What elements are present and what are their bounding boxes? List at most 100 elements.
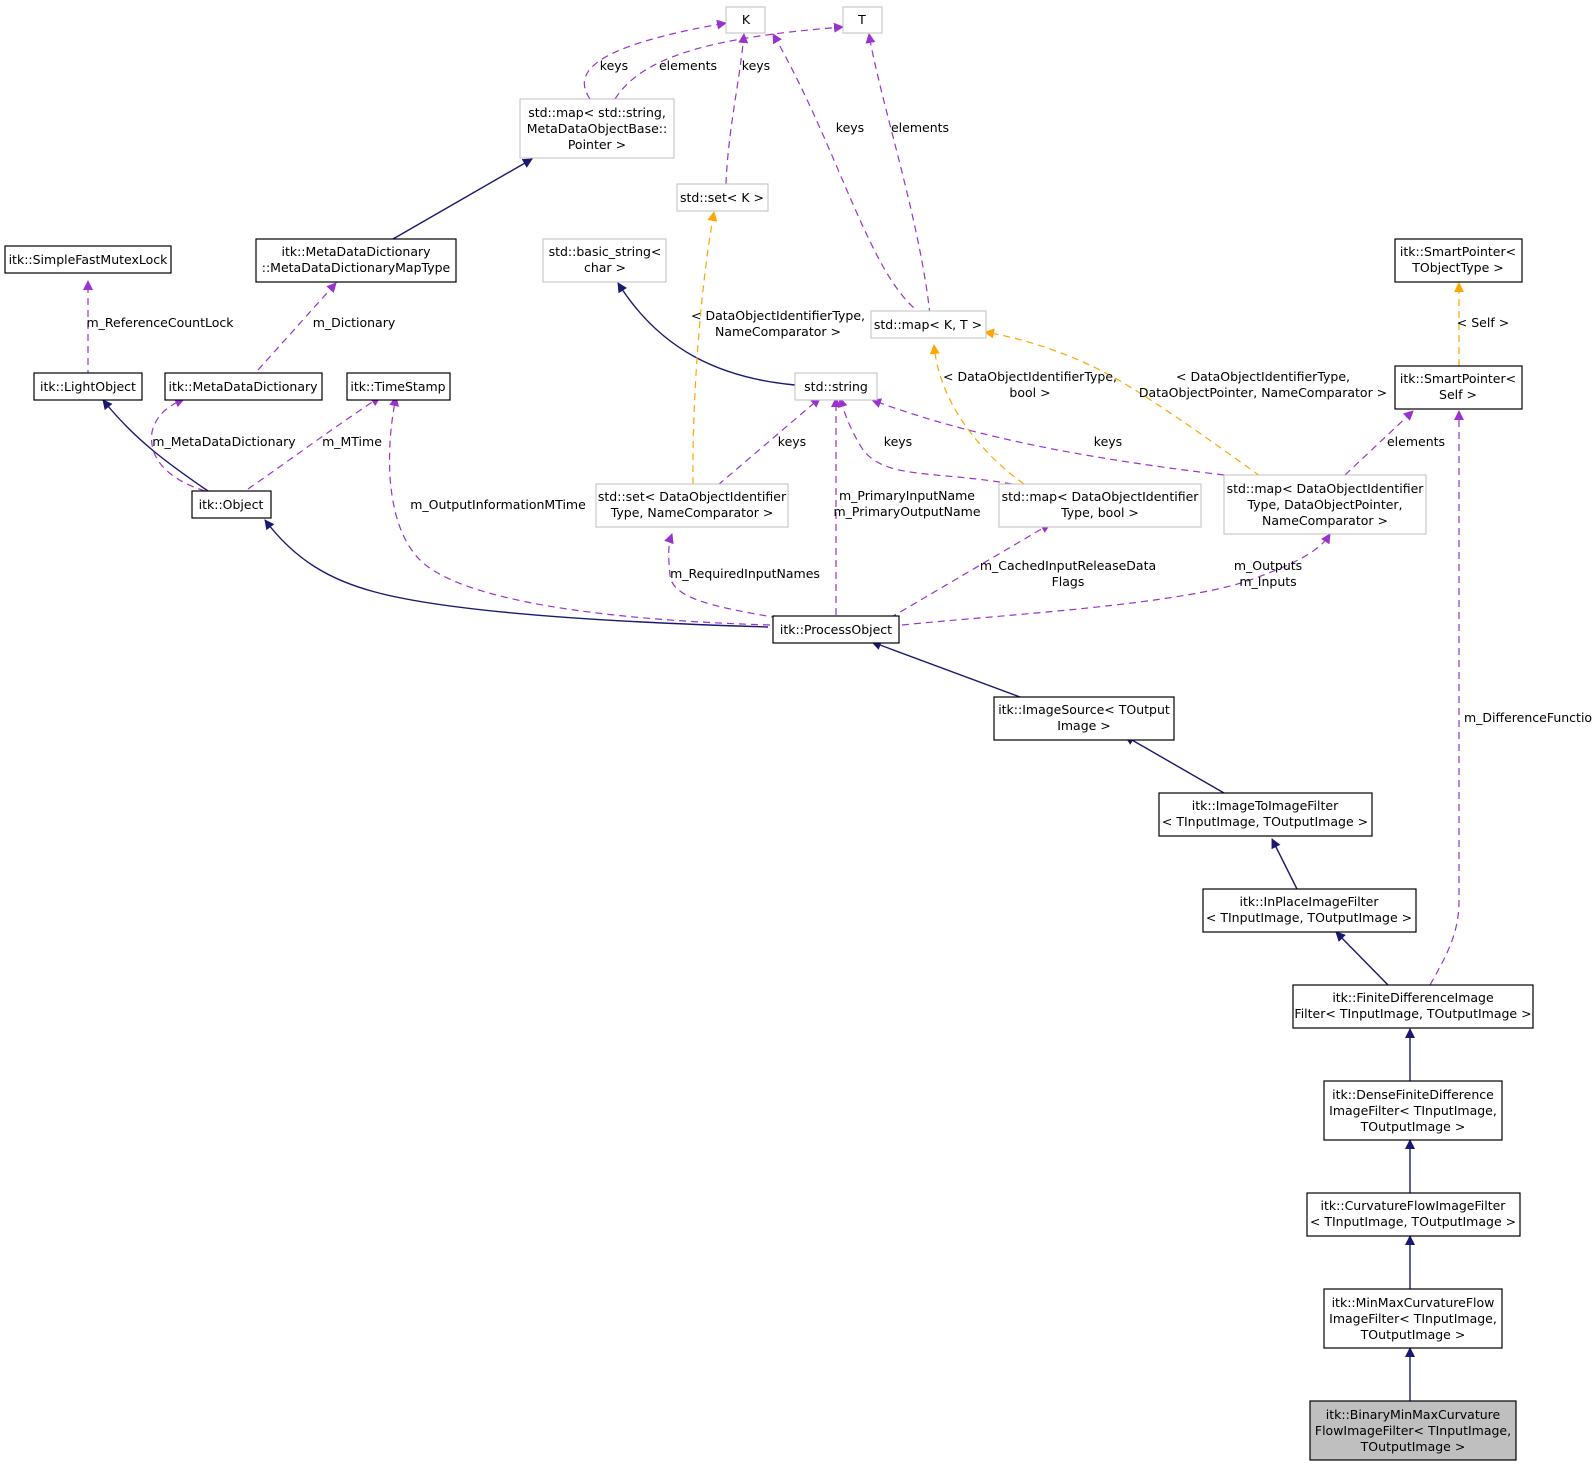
node-label-inplace: itk::InPlaceImageFilter< TInputImage, TO… <box>1206 894 1412 925</box>
node-map-K-T[interactable]: std::map< K, T > <box>870 310 987 339</box>
edge-object-to-light-object <box>102 399 209 492</box>
edge-map-bool-template-mapKT <box>929 344 1025 485</box>
edge-label-m-dictionary: m_Dictionary <box>313 315 396 330</box>
edge-image-source-to-process-object <box>871 640 1021 698</box>
node-label-T: T <box>857 12 866 27</box>
node-smart-pointer-self[interactable]: itk::SmartPointer<Self > <box>1394 365 1523 410</box>
edge-inplace-to-img-to-img <box>1271 838 1298 890</box>
node-meta-data-dictionary[interactable]: itk::MetaDataDictionary <box>164 372 323 401</box>
node-label-curvature: itk::CurvatureFlowImageFilter< TInputIma… <box>1310 1198 1516 1229</box>
edges <box>83 19 1464 1401</box>
node-map-string-meta[interactable]: std::map< std::string,MetaDataObjectBase… <box>519 98 675 159</box>
edge-process-object-m-outputs <box>901 533 1331 626</box>
edge-object-m-metadatadictionary <box>150 398 206 492</box>
edge-finite-diff-to-inplace <box>1335 931 1389 986</box>
node-time-stamp[interactable]: itk::TimeStamp <box>346 372 451 401</box>
node-label-smart-self: itk::SmartPointer<Self > <box>1400 371 1516 402</box>
node-basic-string-char[interactable]: std::basic_string<char > <box>542 238 667 283</box>
node-light-object[interactable]: itk::LightObject <box>33 372 143 401</box>
edge-label-m-difference: m_DifferenceFunction <box>1464 710 1592 725</box>
node-label-meta-dict: itk::MetaDataDictionary <box>168 379 318 394</box>
edge-label-keys-map-bool: keys <box>884 434 912 449</box>
node-in-place-image-filter[interactable]: itk::InPlaceImageFilter< TInputImage, TO… <box>1202 888 1417 933</box>
node-label-light-object: itk::LightObject <box>40 379 136 394</box>
edge-mapKT-elements-T <box>865 33 931 316</box>
edge-set-doid-keys-std-string <box>717 397 821 486</box>
node-label-std-string: std::string <box>804 379 868 394</box>
node-label-timestamp: itk::TimeStamp <box>350 379 445 394</box>
edge-map-ptr-template-mapKT <box>984 328 1261 477</box>
node-image-to-image-filter[interactable]: itk::ImageToImageFilter< TInputImage, TO… <box>1158 792 1373 837</box>
edge-process-object-m-required <box>664 533 791 621</box>
node-label-simple-mutex: itk::SimpleFastMutexLock <box>9 252 169 267</box>
edge-label-m-outputinfo: m_OutputInformationMTime <box>410 497 586 512</box>
edge-label-tmpl-set: < DataObjectIdentifierType,NameComparato… <box>691 308 865 339</box>
node-label-img-to-img: itk::ImageToImageFilter< TInputImage, TO… <box>1162 798 1368 829</box>
edge-map-ptr-keys-std-string <box>871 398 1225 476</box>
node-object[interactable]: itk::Object <box>191 490 272 519</box>
node-meta-data-dictionary-map-type[interactable]: itk::MetaDataDictionary::MetaDataDiction… <box>255 238 457 283</box>
edge-img-to-img-to-image-source <box>1124 735 1225 794</box>
node-K[interactable]: K <box>725 6 766 34</box>
edge-label-elements-mapKT: elements <box>891 120 949 135</box>
edge-finite-diff-m-difference <box>1429 410 1464 986</box>
edge-meta-map-type-to-map-string-meta <box>392 158 533 240</box>
edge-object-m-mtime <box>247 396 381 490</box>
edge-label-elements-smart: elements <box>1387 434 1445 449</box>
edge-label-m-metadatadictionary: m_MetaDataDictionary <box>152 434 296 449</box>
edge-label-tmpl-bool: < DataObjectIdentifierType,bool > <box>943 369 1117 400</box>
nodes: K T std::map< std::string,MetaDataObject… <box>4 6 1534 1461</box>
node-label-basic-string: std::basic_string<char > <box>549 244 662 275</box>
edge-label-ref-count-lock: m_ReferenceCountLock <box>87 315 235 330</box>
edge-label-keys-setK: keys <box>742 58 770 73</box>
node-label-smart-tobj: itk::SmartPointer<TObjectType > <box>1400 244 1516 275</box>
edge-label-keys-set-doid: keys <box>778 434 806 449</box>
edge-process-object-to-object <box>264 519 769 628</box>
node-simple-fast-mutex-lock[interactable]: itk::SimpleFastMutexLock <box>4 245 172 274</box>
node-T[interactable]: T <box>842 6 883 34</box>
node-label-object: itk::Object <box>199 497 264 512</box>
node-std-string[interactable]: std::string <box>794 372 878 401</box>
edge-label-keys-mapKT: keys <box>836 120 864 135</box>
edge-label-keys-left: keys <box>600 58 628 73</box>
edge-map-string-meta-keys-K <box>583 19 727 100</box>
node-set-K[interactable]: std::set< K > <box>676 183 769 212</box>
edge-map-ptr-elements-smart-self <box>1344 410 1414 476</box>
edge-std-string-to-basic-string <box>617 282 796 386</box>
node-label-process-object: itk::ProcessObject <box>780 622 892 637</box>
edge-label-tmpl-ptr: < DataObjectIdentifierType,DataObjectPoi… <box>1139 369 1387 400</box>
node-label-meta-map-type: itk::MetaDataDictionary::MetaDataDiction… <box>262 244 451 275</box>
edge-setK-keys-K <box>725 33 749 185</box>
node-smart-pointer-tobjecttype[interactable]: itk::SmartPointer<TObjectType > <box>1394 238 1523 283</box>
edge-mapKT-keys-K <box>772 33 924 316</box>
node-label-set-K: std::set< K > <box>680 190 764 205</box>
node-process-object[interactable]: itk::ProcessObject <box>772 615 900 644</box>
edge-map-string-meta-elements-T <box>614 22 844 100</box>
edge-label-m-required: m_RequiredInputNames <box>670 566 820 581</box>
edge-label-elements-left: elements <box>659 58 717 73</box>
node-label-map-string-meta: std::map< std::string,MetaDataObjectBase… <box>527 105 667 152</box>
edge-label-m-mtime: m_MTime <box>322 434 382 449</box>
edge-set-doid-template-setK <box>692 211 718 485</box>
edge-meta-dict-m-dictionary <box>257 282 337 371</box>
edge-process-object-m-cached <box>889 523 1051 619</box>
node-curvature-flow-image-filter[interactable]: itk::CurvatureFlowImageFilter< TInputIma… <box>1306 1192 1521 1237</box>
